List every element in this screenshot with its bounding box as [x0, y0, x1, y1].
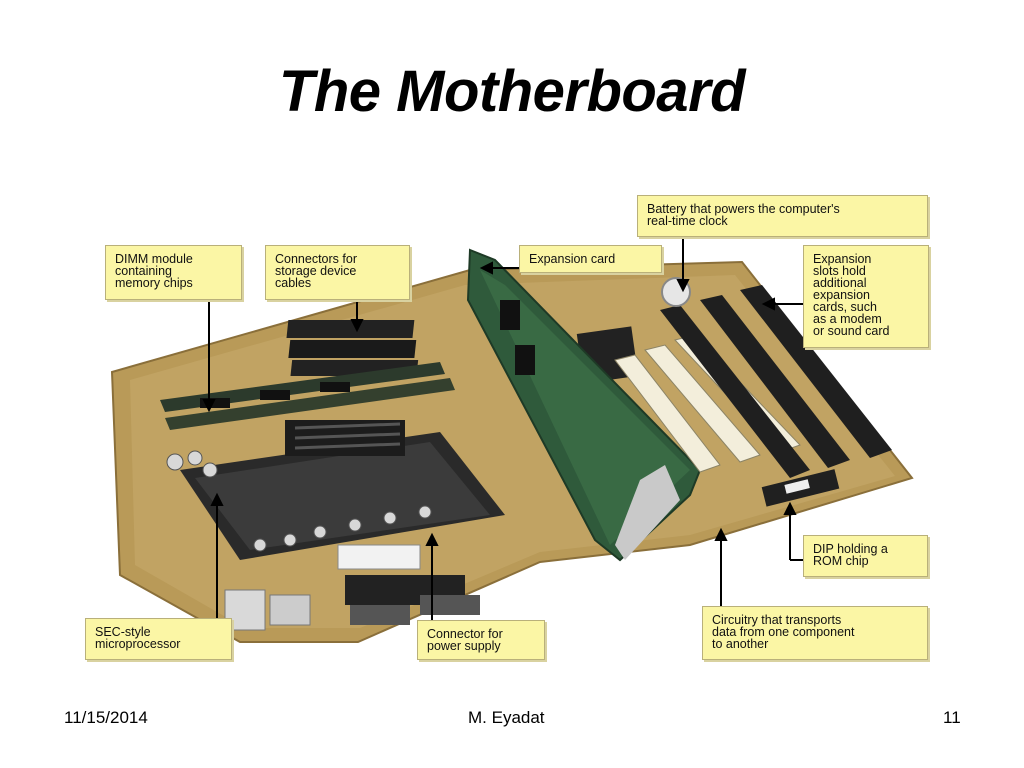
callout-expansion-slots: Expansion slots hold additional expansio… — [803, 245, 929, 348]
capacitors — [166, 450, 432, 552]
storage-connectors — [286, 320, 419, 376]
expansion-card — [466, 248, 702, 562]
slide-title: The Motherboard — [278, 59, 746, 124]
callout-battery: Battery that powers the computer's real-… — [637, 195, 928, 237]
dimm-modules — [160, 362, 455, 430]
callout-circuitry: Circuitry that transports data from one … — [702, 606, 928, 660]
callout-arrows — [202, 237, 803, 620]
power-connector — [337, 544, 421, 570]
footer-author: M. Eyadat — [468, 708, 545, 727]
isa-slots — [660, 285, 892, 478]
callout-power-connector: Connector for power supply — [417, 620, 545, 660]
callout-dimm-module: DIMM module containing memory chips — [105, 245, 242, 300]
footer-page-number: 11 — [943, 708, 961, 727]
callout-expansion-card: Expansion card — [519, 245, 662, 273]
callout-sec-processor: SEC-style microprocessor — [85, 618, 232, 660]
sec-processor — [180, 420, 505, 560]
footer-date: 11/15/2014 — [64, 708, 148, 727]
callout-dip-rom: DIP holding a ROM chip — [803, 535, 928, 577]
callout-storage-connectors: Connectors for storage device cables — [265, 245, 410, 300]
